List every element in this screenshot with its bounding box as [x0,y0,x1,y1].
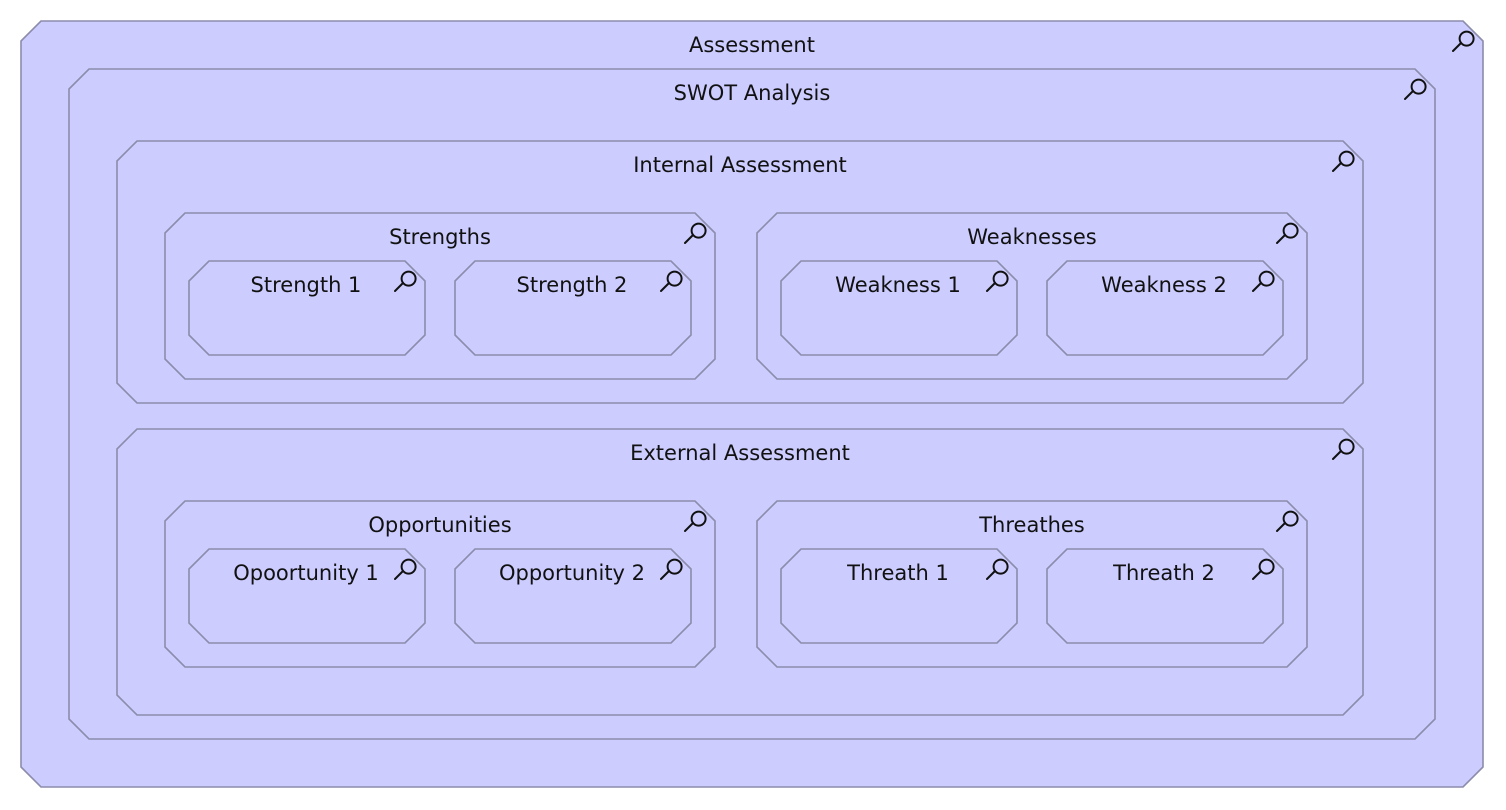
magnifier-icon[interactable] [1452,30,1475,52]
strength-1-shape[interactable] [188,260,426,356]
magnifier-icon[interactable] [1252,270,1275,292]
threats-label: Threathes [978,513,1085,537]
magnifier-icon[interactable] [986,270,1009,292]
magnifier-icon[interactable] [986,558,1009,580]
weakness-1-shape[interactable] [780,260,1018,356]
weakness-2-group[interactable]: Weakness 2 [1046,260,1284,356]
magnifier-icon[interactable] [1332,438,1355,460]
opportunity-2-shape[interactable] [454,548,692,644]
threat-1-label: Threath 1 [846,561,949,585]
strengths-label: Strengths [389,225,491,249]
threat-1-shape[interactable] [780,548,1018,644]
strength-2-shape[interactable] [454,260,692,356]
magnifier-icon[interactable] [1252,558,1275,580]
magnifier-icon[interactable] [394,270,417,292]
weakness-2-label: Weakness 2 [1101,273,1227,297]
opportunity-1-label: Opoortunity 1 [233,561,379,585]
strength-1-label: Strength 1 [251,273,362,297]
swot-analysis-label: SWOT Analysis [674,81,831,105]
weakness-2-shape[interactable] [1046,260,1284,356]
external-assessment-label: External Assessment [630,441,850,465]
magnifier-icon[interactable] [1404,78,1427,100]
magnifier-icon[interactable] [660,270,683,292]
opportunity-1-shape[interactable] [188,548,426,644]
magnifier-icon[interactable] [394,558,417,580]
magnifier-icon[interactable] [1276,222,1299,244]
strength-2-group[interactable]: Strength 2 [454,260,692,356]
opportunity-1-group[interactable]: Opoortunity 1 [188,548,426,644]
threat-2-label: Threath 2 [1112,561,1215,585]
threat-1-group[interactable]: Threath 1 [780,548,1018,644]
threat-2-group[interactable]: Threath 2 [1046,548,1284,644]
magnifier-icon[interactable] [684,510,707,532]
weakness-1-label: Weakness 1 [835,273,961,297]
magnifier-icon[interactable] [660,558,683,580]
weaknesses-label: Weaknesses [967,225,1096,249]
magnifier-icon[interactable] [684,222,707,244]
opportunities-label: Opportunities [368,513,511,537]
magnifier-icon[interactable] [1332,150,1355,172]
weakness-1-group[interactable]: Weakness 1 [780,260,1018,356]
opportunity-2-label: Opportunity 2 [499,561,645,585]
opportunity-2-group[interactable]: Opportunity 2 [454,548,692,644]
magnifier-icon[interactable] [1276,510,1299,532]
assessment-label: Assessment [689,33,815,57]
strength-1-group[interactable]: Strength 1 [188,260,426,356]
strength-2-label: Strength 2 [517,273,628,297]
internal-assessment-label: Internal Assessment [633,153,847,177]
threat-2-shape[interactable] [1046,548,1284,644]
